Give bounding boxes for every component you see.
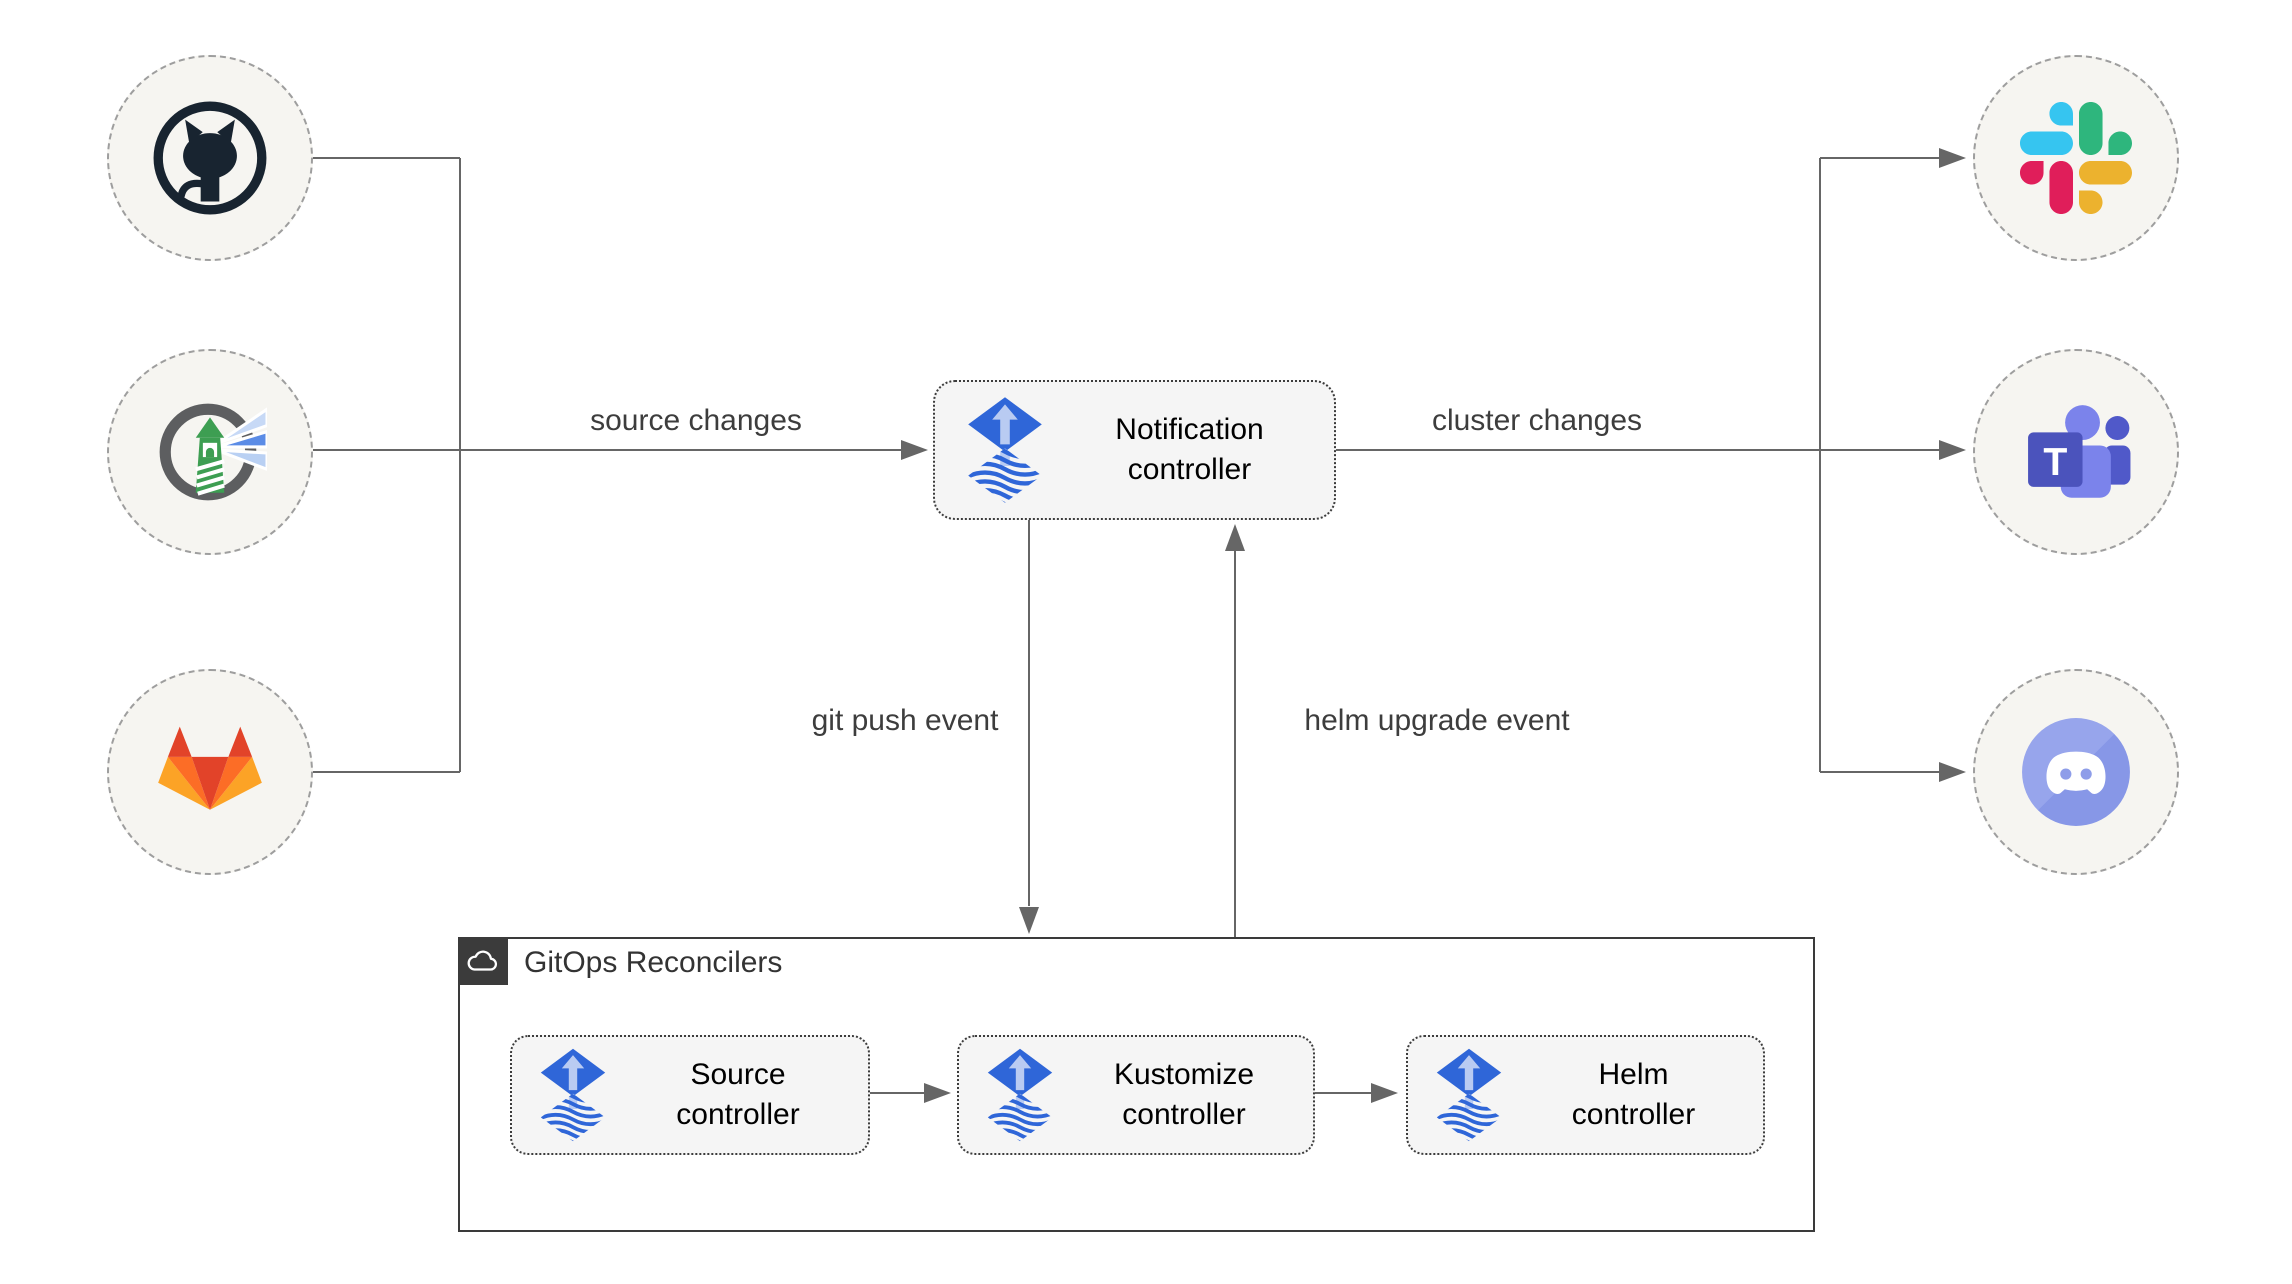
notification-controller-label: Notification controller bbox=[1115, 413, 1264, 486]
cloud-icon bbox=[467, 950, 498, 971]
github-icon bbox=[153, 101, 267, 215]
container-title: GitOps Reconcilers bbox=[524, 946, 783, 979]
node-discord bbox=[1973, 669, 2179, 875]
flux-icon bbox=[965, 395, 1045, 505]
gitlab-icon bbox=[158, 726, 262, 810]
discord-icon bbox=[2022, 718, 2130, 826]
arrowhead bbox=[924, 1083, 951, 1103]
edge-label-cluster-changes: cluster changes bbox=[1431, 404, 1643, 437]
arrowhead bbox=[1939, 148, 1966, 168]
arrowhead bbox=[1939, 440, 1966, 460]
node-notification-controller: Notification controller bbox=[933, 380, 1336, 520]
edge-sources-bus bbox=[313, 157, 461, 773]
gitops-reconcilers-container: GitOps Reconcilers Source controller Kus… bbox=[458, 937, 1815, 1232]
arrowhead bbox=[1371, 1083, 1398, 1103]
node-slack bbox=[1973, 55, 2179, 261]
arrowhead bbox=[1019, 907, 1039, 934]
node-teams: T bbox=[1973, 349, 2179, 555]
harbor-icon bbox=[159, 403, 267, 501]
source-controller-label: Source controller bbox=[676, 1058, 800, 1131]
node-kustomize-controller: Kustomize controller bbox=[957, 1035, 1315, 1155]
node-github bbox=[107, 55, 313, 261]
flux-icon bbox=[538, 1047, 608, 1143]
node-helm-controller: Helm controller bbox=[1406, 1035, 1765, 1155]
arrowhead bbox=[1939, 762, 1966, 782]
node-gitlab bbox=[107, 669, 313, 875]
edge-label-helm-upgrade-event: helm upgrade event bbox=[1304, 704, 1570, 737]
kustomize-controller-label: Kustomize controller bbox=[1113, 1058, 1255, 1131]
container-tag bbox=[458, 937, 508, 985]
teams-letter: T bbox=[2043, 441, 2067, 484]
node-source-controller: Source controller bbox=[510, 1035, 870, 1155]
arrowhead bbox=[901, 440, 928, 460]
flux-icon bbox=[985, 1047, 1055, 1143]
teams-icon: T bbox=[2028, 405, 2131, 498]
edge-label-source-changes: source changes bbox=[590, 404, 802, 437]
flux-icon bbox=[1434, 1047, 1504, 1143]
arrowhead bbox=[1225, 524, 1245, 551]
node-harbor bbox=[107, 349, 313, 555]
helm-controller-label: Helm controller bbox=[1571, 1058, 1696, 1131]
slack-icon bbox=[2020, 102, 2132, 214]
edge-targets-bus bbox=[1819, 157, 1940, 773]
edge-label-git-push-event: git push event bbox=[811, 704, 999, 737]
